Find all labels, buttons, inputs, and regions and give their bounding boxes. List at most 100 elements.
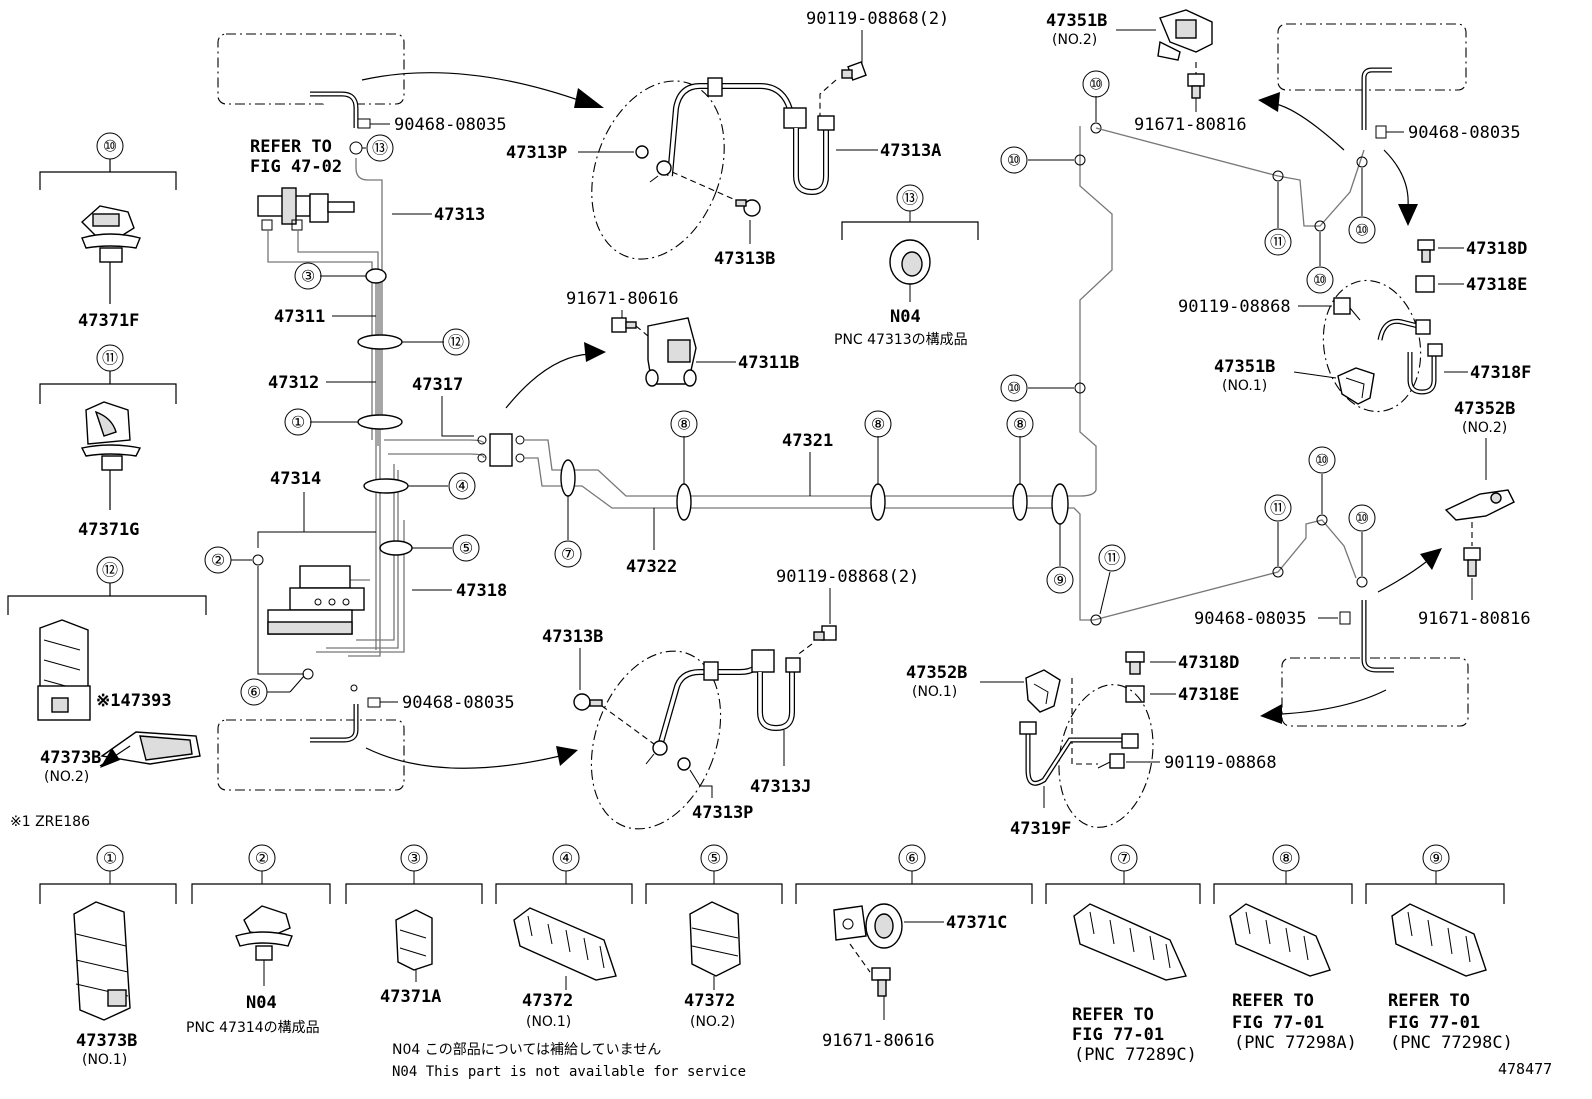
clamp-47371C-group: ⑥ 47371C 91671-80616	[795, 844, 1033, 1051]
callout-c6: ⑥	[247, 683, 261, 702]
label-p47372: 47372	[684, 991, 735, 1011]
callout-c8: ⑧	[1013, 415, 1027, 434]
callout-c8: ⑧	[1279, 849, 1293, 868]
bolt-90119-08868-top	[841, 61, 867, 81]
label-pnc-77298a: (PNC 77298A)	[1234, 1033, 1357, 1053]
label-p47313p: 47313P	[692, 803, 753, 823]
front-hose-47313A-icon	[667, 77, 835, 196]
callout-c5: ⑤	[459, 539, 473, 558]
rear-hose-47319F-icon	[1019, 721, 1139, 786]
note-japanese: N04 この部品については補給していません	[392, 1042, 661, 1058]
bolt-47313B-top	[735, 199, 761, 217]
callout-c10: ⑩	[1355, 509, 1369, 528]
label-refer-to: REFER TO	[250, 137, 332, 157]
bracket-47352B-no1-icon	[1025, 669, 1061, 713]
clip-n04-47314-group: ② N04 PNC 47314の構成品	[186, 844, 331, 1036]
callout-c7: ⑦	[1117, 849, 1131, 868]
label-pnc-77298c: (PNC 77298C)	[1390, 1033, 1513, 1053]
pipe-joint-block-icon	[477, 433, 525, 467]
bolt-90119-08868-center	[813, 625, 837, 641]
clip-47371G-group: ⑪ 47371G	[39, 344, 177, 540]
label-p47371c: 47371C	[946, 913, 1007, 933]
clip-47373B-no2-group: ⑫ 47373B (NO.2) ※147393	[7, 556, 207, 785]
callout-c13: ⑬	[372, 139, 388, 158]
label-p47321: 47321	[782, 431, 833, 451]
callout-c3: ③	[301, 267, 315, 286]
callout-c1: ①	[291, 413, 305, 432]
label-p47371f: 47371F	[78, 311, 139, 331]
label-p47314: 47314	[270, 469, 321, 489]
label-pnc-77289c: (PNC 77289C)	[1074, 1045, 1197, 1065]
body-reference-box-top-left	[217, 33, 405, 105]
label-p47313p: 47313P	[506, 143, 567, 163]
clip-47372-no1-group: ④ 47372 (NO.1)	[495, 844, 633, 1030]
label-refer-to: REFER TO	[1072, 1005, 1154, 1025]
bracket-47351B-no1-icon	[1337, 367, 1375, 405]
label-no2: (NO.2)	[44, 769, 89, 785]
label-p91671-80616: 91671-80616	[822, 1031, 935, 1051]
label-p91671-80816: 91671-80816	[1134, 115, 1247, 135]
label-no2: (NO.2)	[1462, 420, 1507, 436]
label-p47318d: 47318D	[1178, 653, 1239, 673]
label-p90119-08868: 90119-08868	[1164, 753, 1277, 773]
callout-c5: ⑤	[707, 849, 721, 868]
label-pnc-47314: PNC 47314の構成品	[186, 1020, 320, 1036]
callout-c1: ①	[103, 849, 117, 868]
label-p47351b: 47351B	[1214, 357, 1275, 377]
label-p47311: 47311	[274, 307, 325, 327]
callout-c11: ⑪	[1104, 549, 1120, 568]
label-p90119-08868-2: 90119-08868(2)	[806, 9, 949, 29]
brake-pipe-bundle	[267, 158, 485, 657]
callout-c10: ⑩	[103, 137, 117, 156]
label-p47313b: 47313B	[542, 627, 603, 647]
rear-brake-pipes	[524, 126, 1113, 621]
label-p90468-08035: 90468-08035	[1408, 123, 1521, 143]
callout-c10: ⑩	[1355, 221, 1369, 240]
bracket-47352B-no2-icon	[1444, 489, 1515, 521]
body-reference-box-bottom-left	[217, 719, 405, 791]
label-p47313a: 47313A	[880, 141, 941, 161]
callout-c8: ⑧	[677, 415, 691, 434]
callout-c4: ④	[455, 477, 469, 496]
label-p47313j: 47313J	[750, 777, 811, 797]
front-hose-47313J-icon	[657, 649, 801, 747]
clip-77289C-group: ⑦ REFER TO FIG 77-01 (PNC 77289C)	[1045, 844, 1201, 1065]
label-pnc-47313: PNC 47313の構成品	[834, 332, 968, 348]
clip-47371A-group: ③ 47371A	[345, 844, 483, 1007]
master-cylinder-icon	[257, 187, 355, 231]
label-refer-to: REFER TO	[1388, 991, 1470, 1011]
bolt-91671-80816-top	[1187, 73, 1205, 99]
bolt-47313B-bottom	[573, 693, 603, 711]
callout-c10: ⑩	[1007, 151, 1021, 170]
clip-90468-08035-top-left	[357, 118, 371, 129]
callout-c10: ⑩	[1007, 379, 1021, 398]
clip-47371G-icon	[80, 401, 142, 471]
body-reference-box-bottom-right	[1281, 657, 1469, 727]
label-p47371g: 47371G	[78, 520, 139, 540]
rear-hose-47318F-icon	[1377, 318, 1443, 395]
label-no2: (NO.2)	[690, 1014, 735, 1030]
callout-c9: ⑨	[1429, 849, 1443, 868]
label-p47352b: 47352B	[906, 663, 967, 683]
clip-47372-no2-group: ⑤ 47372 (NO.2)	[645, 844, 783, 1030]
callout-c10: ⑩	[1089, 75, 1103, 94]
label-p47372: 47372	[522, 991, 573, 1011]
label-p47393: ※147393	[96, 691, 172, 711]
callout-c10: ⑩	[1313, 271, 1327, 290]
label-p47317: 47317	[412, 375, 463, 395]
note-english: N04 This part is not available for servi…	[392, 1064, 746, 1080]
bolt-90119-08868-bottom	[1097, 753, 1125, 769]
label-p47318d: 47318D	[1466, 239, 1527, 259]
clip-47371F-group: ⑩ 47371F	[39, 132, 177, 331]
callout-c3: ③	[407, 849, 421, 868]
label-p90119-08868: 90119-08868	[1178, 297, 1291, 317]
label-p47313b: 47313B	[714, 249, 775, 269]
label-p91671-80816: 91671-80816	[1418, 609, 1531, 629]
label-refer-to: REFER TO	[1232, 991, 1314, 1011]
label-no1: (NO.1)	[82, 1052, 127, 1068]
label-p47318e: 47318E	[1466, 275, 1527, 295]
bolt-91671-80616	[611, 317, 637, 333]
figure-id: 478477	[1498, 1060, 1552, 1078]
label-fig-77-01: FIG 77-01	[1388, 1013, 1480, 1033]
